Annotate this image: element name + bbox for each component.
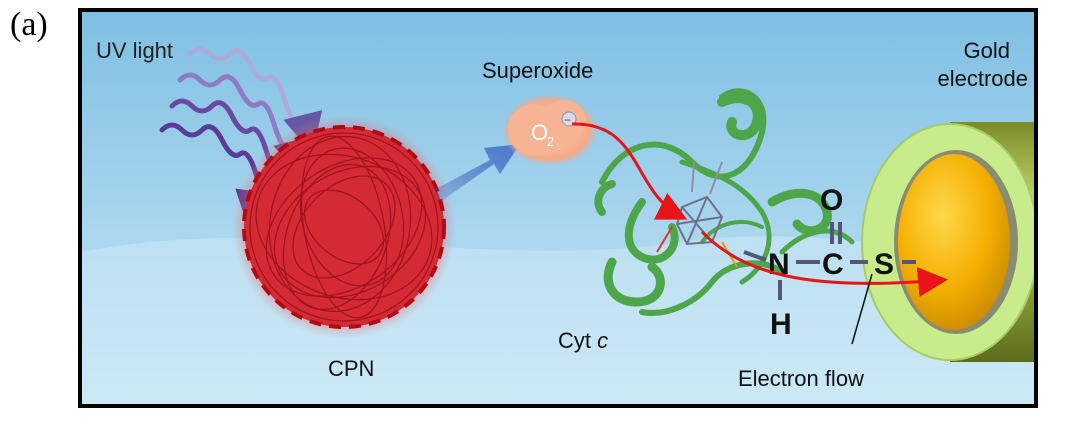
schematic-canvas: UV light CPN Superoxide [82, 12, 1034, 404]
cpn-label: CPN [328, 356, 374, 381]
linker-bonds [743, 222, 916, 300]
superoxide-molecule: O 2 − [502, 94, 598, 166]
cpn-to-superoxide-arrow [434, 144, 520, 202]
atom-o: O [820, 184, 843, 217]
panel-label: (a) [10, 6, 48, 43]
cpn-dashed-outline [242, 125, 446, 329]
electron-path-heme-to-electrode [700, 230, 948, 297]
o2-charge: − [564, 113, 571, 127]
electron-flow-label: Electron flow [738, 366, 864, 391]
cpn-particle [232, 115, 456, 339]
electron-path-superoxide-to-heme [571, 122, 688, 220]
gold-electrode-label-line1: Gold [964, 38, 1010, 63]
gold-electrode-label-line2: electrode [937, 66, 1028, 91]
o2-subscript: 2 [547, 134, 554, 149]
uv-light-label: UV light [96, 38, 173, 63]
atom-h: H [770, 308, 792, 341]
cyt-c-label: Cyt c [558, 328, 608, 353]
o2-symbol: O [531, 120, 548, 145]
cyt-c-protein [594, 88, 855, 316]
superoxide-label: Superoxide [482, 58, 593, 83]
gold-electrode [861, 122, 1034, 362]
atom-s: S [874, 248, 894, 281]
schematic-frame: UV light CPN Superoxide [78, 8, 1038, 408]
gold-surface [898, 154, 1010, 330]
electron-flow-pointer [851, 273, 873, 345]
atom-c: C [822, 248, 844, 281]
